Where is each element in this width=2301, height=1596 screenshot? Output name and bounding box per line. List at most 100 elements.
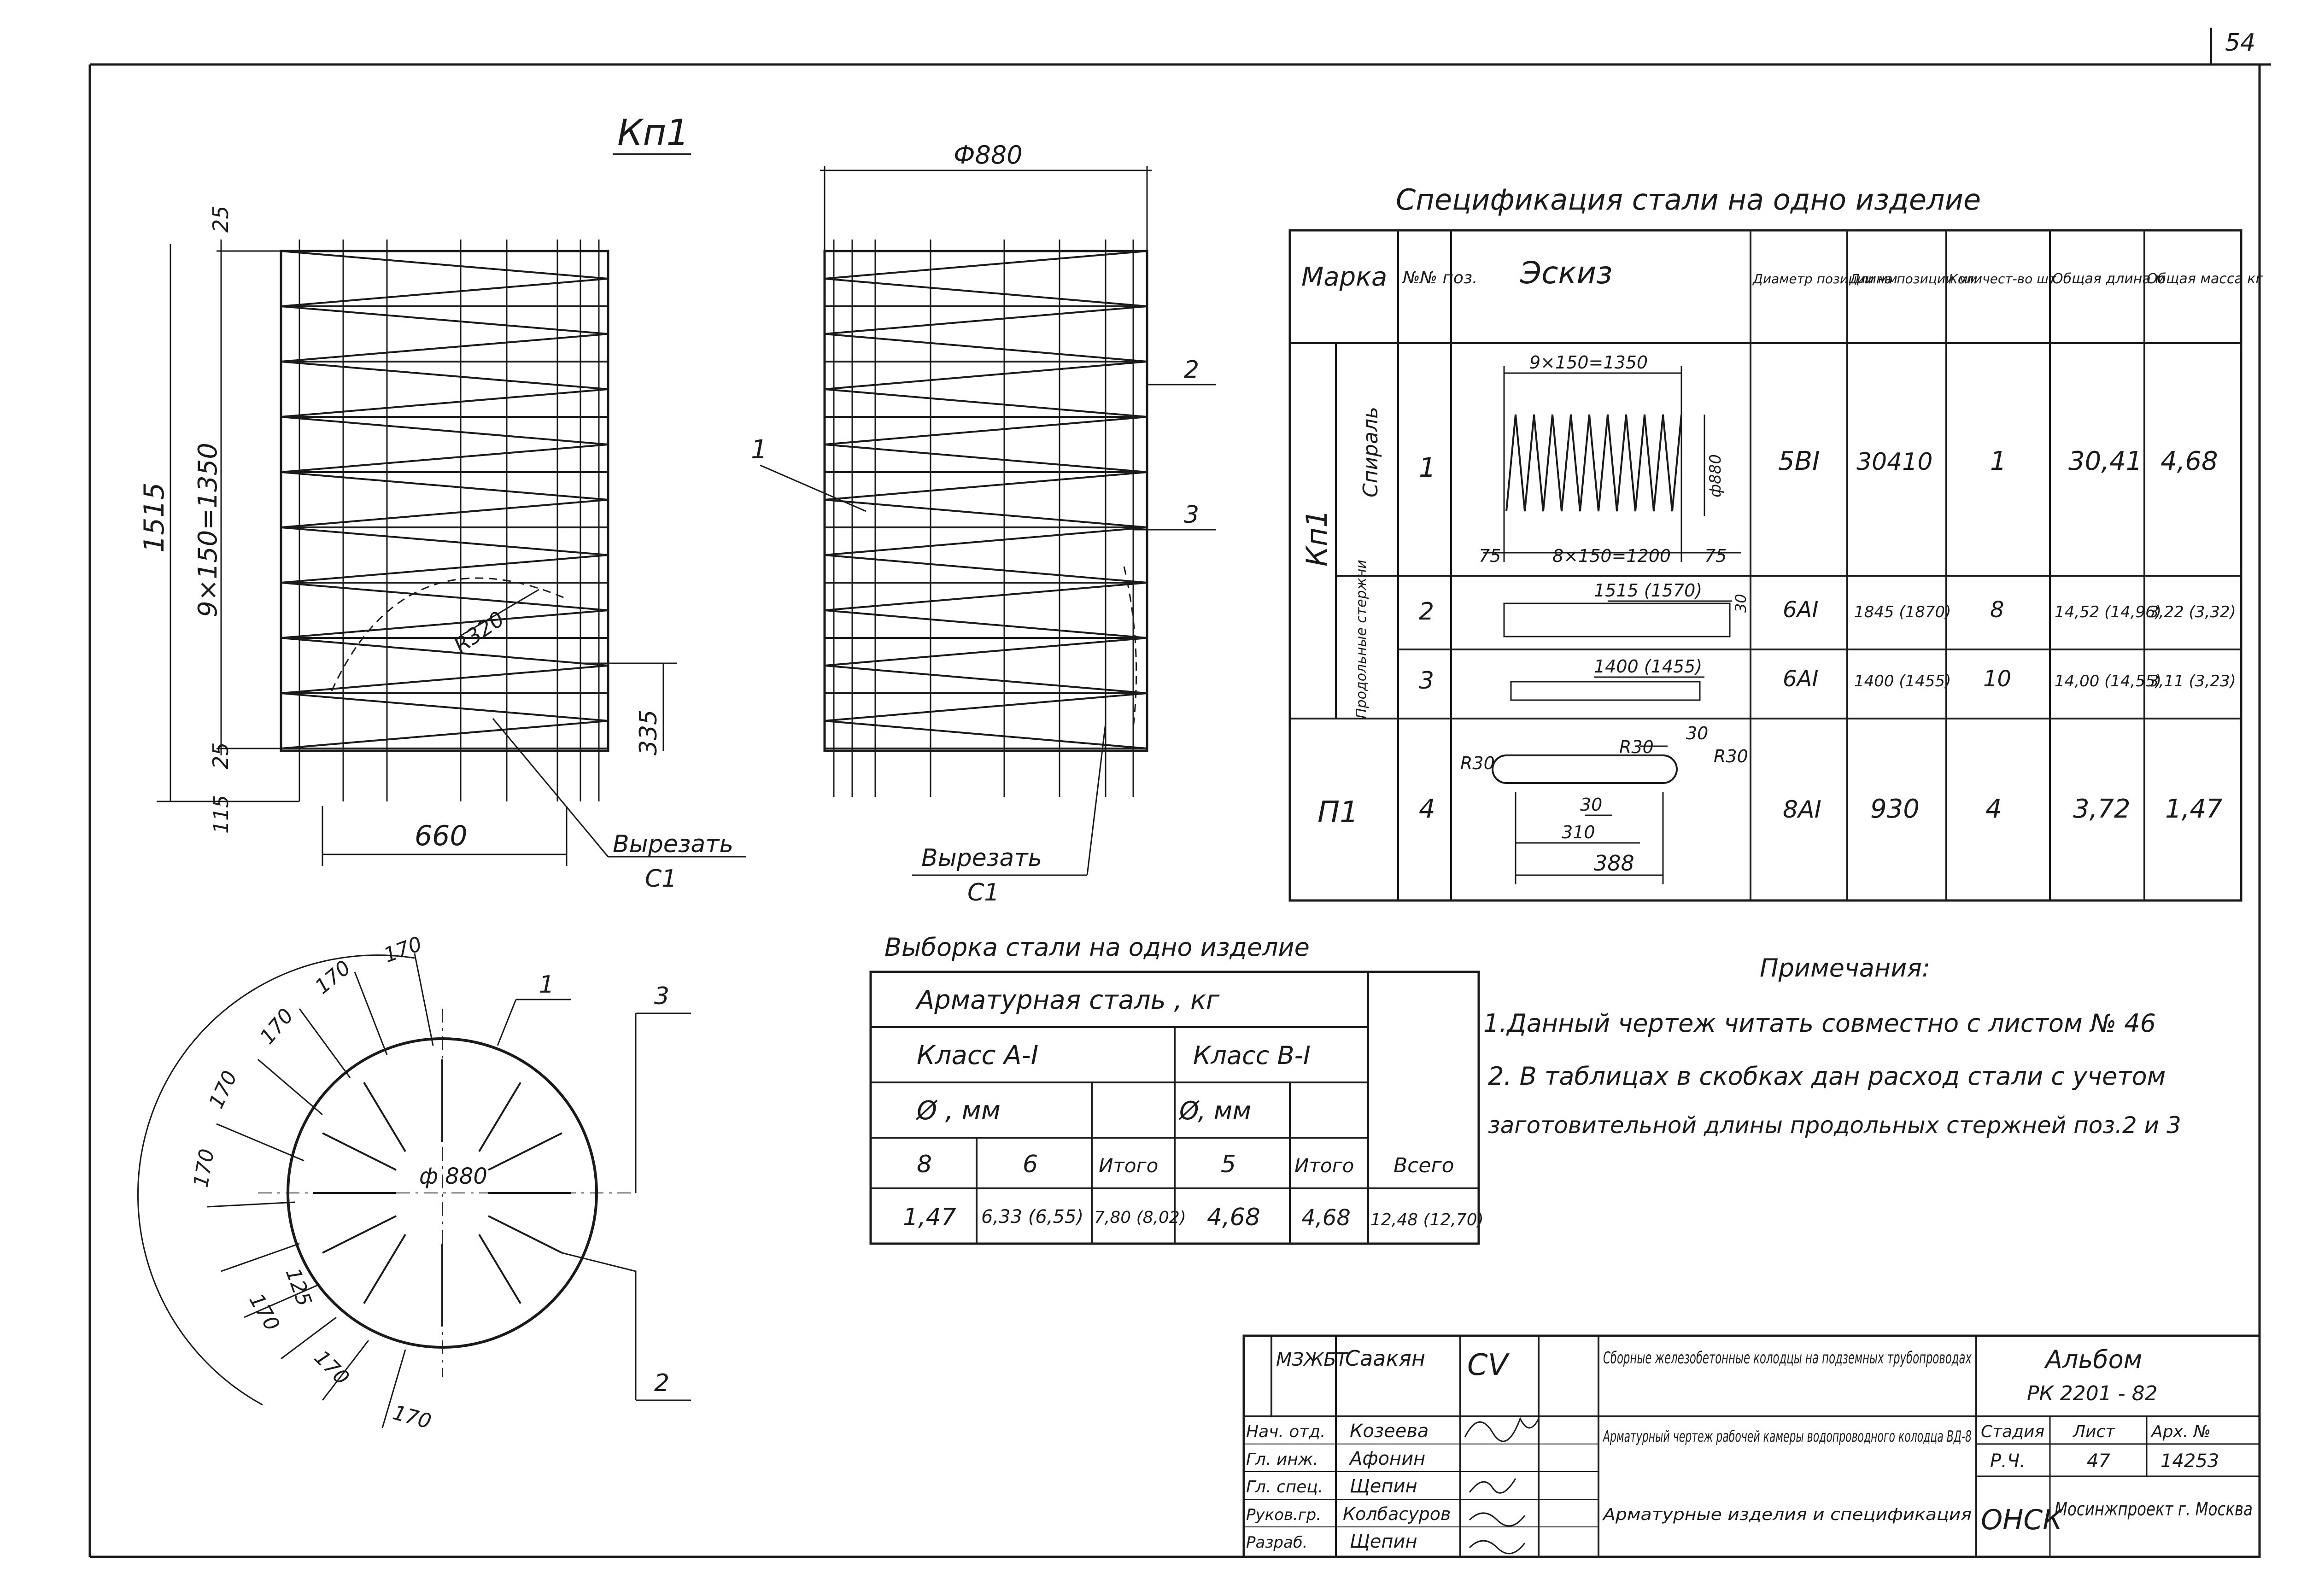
spec-r1-total-length: 30,41 [2068,446,2142,476]
sampling-val-itogo-a: 7,80 (8,02) [1094,1208,1186,1227]
spec-r4-mass: 1,47 [2165,794,2223,824]
signature-3 [1469,1512,1526,1527]
cage-title: Кп1 [617,112,689,154]
sampling-header-steel: Арматурная сталь , кг [915,985,1220,1015]
tb-project: Сборные железобетонные колодцы на подзем… [1603,1349,1972,1368]
plan-arc-5: 170 [189,1147,219,1189]
cage-side-view [760,166,1216,876]
tb-sheet-label: Лист [2072,1422,2115,1441]
sheet-frame [88,28,2271,1558]
plan-mark-3: 3 [654,982,669,1010]
sampling-class-b: Класс В-I [1193,1041,1311,1070]
cage-dimensions [157,240,677,866]
spec-r4-diameter: 8АI [1783,796,1821,824]
tb-drawing-desc: Арматурный чертеж рабочей камеры водопро… [1603,1427,1972,1446]
spec-r3-qty: 10 [1983,666,2011,692]
tb-stage-label: Стадия [1981,1422,2044,1441]
side-mark-3: 3 [1184,501,1199,529]
sampling-val-total: 12,48 (12,70) [1370,1210,1484,1229]
dim-cut-height: 335 [635,710,662,755]
signature-4 [1469,1540,1526,1555]
notes-line-2: 2. В таблицах в скобках дан расход стали… [1488,1062,2166,1091]
sketch-rod2-hook: 30 [1732,594,1750,613]
sketch-loop-r-left: R30 [1460,753,1495,773]
sampling-col-itogo-b: Итого [1294,1154,1354,1177]
sampling-table [869,970,1480,1245]
sampling-dia-a: Ø , мм [916,1096,1001,1126]
plan-arc-7: 170 [244,1290,284,1335]
spec-r4-mark: П1 [1317,795,1358,830]
spec-group-rods: Продольные стержни [1353,560,1370,719]
plan-arc-1: 170 [381,932,425,968]
sampling-class-a: Класс А-I [917,1041,1038,1070]
sketch-loop-r-mid: R30 [1619,737,1654,757]
tb-org: Мосинжпроект г. Москва [2055,1499,2253,1520]
spec-table [1288,229,2242,902]
spec-r2-pos: 2 [1419,598,1434,626]
spec-header-length: Длина позиции мм [1849,271,1977,286]
spec-header-mass: Общая масса кг [2147,271,2263,287]
tb-sheet-value: 47 [2087,1450,2110,1472]
sampling-val-6: 6,33 (6,55) [981,1206,1083,1228]
tb-role-1: Нач. отд. [1246,1422,1326,1441]
plan-arc-3: 170 [255,1004,298,1049]
sketch-loop-inner-gap: 30 [1580,795,1602,815]
plan-view [137,953,691,1428]
sketch-spiral-bottom: 8×150=1200 [1552,546,1671,566]
plan-mark-2: 2 [654,1369,669,1397]
sketch-loop-outer: 388 [1594,851,1634,876]
tb-name-4: Колбасуров [1343,1504,1451,1524]
tb-cvx: CV [1467,1348,1510,1382]
tb-arch-value: 14253 [2160,1450,2219,1472]
signature-2 [1469,1478,1516,1494]
sampling-col-5: 5 [1221,1151,1236,1178]
spec-header-diameter: Диаметр позиции мм [1752,271,1897,286]
plan-diameter: ф 880 [419,1163,487,1189]
dim-radius: R320 [449,606,509,658]
dim-bottom-extension: 115 [210,795,233,834]
sketch-spiral-right: 75 [1704,546,1727,566]
tb-drawing-sub: Арматурные изделия и спецификация [1602,1505,1972,1524]
spec-r4-pos: 4 [1419,794,1435,824]
signature-1 [1464,1417,1540,1442]
spec-r2-length: 1845 (1870) [1854,603,1951,621]
spec-r3-total-length: 14,00 (14,55) [2055,672,2161,690]
sketch-spiral-left: 75 [1479,546,1501,566]
spec-r3-diameter: 6АI [1783,666,1819,692]
sampling-val-itogo-b: 4,68 [1301,1205,1351,1231]
plan-arc-8: 170 [310,1346,353,1390]
spec-r2-mass: 3,22 (3,32) [2149,603,2236,621]
spec-header-qty: Количест-во шт. [1949,271,2060,286]
sketch-loop-r-right: R30 [1714,746,1748,766]
spec-r2-qty: 8 [1990,597,2004,623]
spec-header-sketch: Эскиз [1520,255,1612,291]
cut-section-left: С1 [645,865,677,893]
sketch-loop-inner: 310 [1562,822,1595,842]
tb-album-code: РК 2201 - 82 [2027,1382,2158,1405]
tb-name-5: Щепин [1350,1531,1417,1552]
tb-role-5: Разраб. [1246,1533,1308,1552]
spec-r2-total-length: 14,52 (14,96) [2055,603,2161,621]
tb-name-1: Козеева [1350,1421,1429,1442]
tb-name-0: Саакян [1345,1346,1425,1371]
page-number: 54 [2225,29,2255,57]
tb-stage-value: Р.Ч. [1990,1450,2026,1472]
side-mark-2: 2 [1184,356,1199,384]
cut-section-right: С1 [967,879,999,906]
plan-arc-9: 170 [390,1401,433,1433]
sketch-spiral-top: 9×150=1350 [1529,352,1648,373]
spec-r1-qty: 1 [1990,446,2007,476]
notes-line-3: заготовительной длины продольных стержне… [1488,1112,2181,1139]
sampling-col-total: Всего [1393,1154,1454,1177]
spec-r3-length: 1400 (1455) [1854,672,1951,690]
sketch-rod2-length: 1515 (1570) [1594,580,1702,601]
spec-r4-total-length: 3,72 [2073,794,2131,824]
cut-label-left: Вырезать [613,830,733,858]
spec-r1-diameter: 5ВI [1778,446,1820,476]
tb-role-0: МЗЖБТ [1276,1349,1349,1370]
sketch-spiral [1483,366,1741,562]
tb-dept: ОНСК [1981,1504,2063,1536]
spec-r1-mass: 4,68 [2160,446,2218,476]
spec-r1-length: 30410 [1856,448,1932,476]
